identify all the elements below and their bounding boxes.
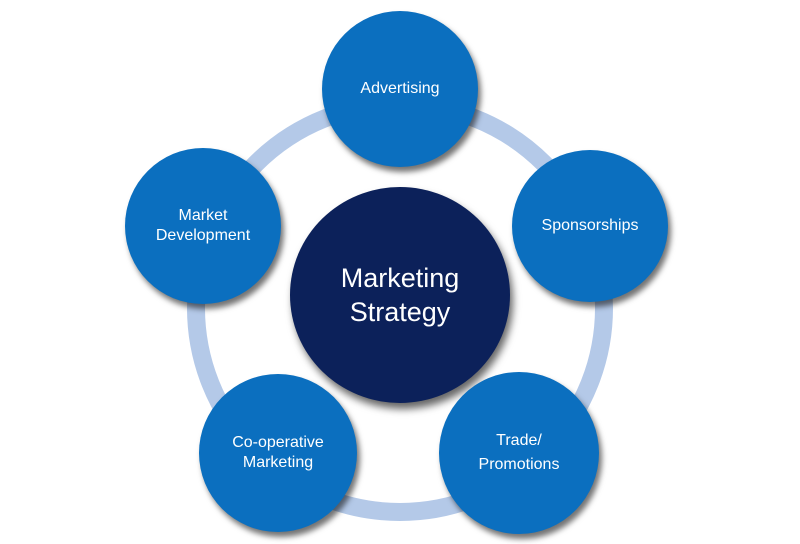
node-trade-promotions: Trade/ Promotions bbox=[439, 372, 599, 534]
node-advertising: Advertising bbox=[322, 11, 478, 167]
center-label-line-1: Marketing bbox=[340, 263, 460, 293]
node-sponsorships-label: Sponsorships bbox=[541, 217, 639, 234]
node-trade-label-line-2: Promotions bbox=[478, 456, 560, 473]
node-market-label-line-1: Market bbox=[178, 207, 228, 224]
center-node-marketing-strategy: Marketing Strategy bbox=[290, 187, 510, 403]
node-trade-label-line-1: Trade/ bbox=[496, 432, 542, 449]
node-market-development: Market Development bbox=[125, 148, 281, 304]
center-label-line-2: Strategy bbox=[349, 297, 451, 327]
node-cooperative-label-line-1: Co-operative bbox=[232, 434, 324, 451]
node-co-operative-marketing: Co-operative Marketing bbox=[199, 374, 357, 532]
node-advertising-label: Advertising bbox=[360, 80, 440, 97]
node-cooperative-label-line-2: Marketing bbox=[242, 454, 314, 471]
node-market-label-line-2: Development bbox=[155, 227, 251, 244]
node-sponsorships: Sponsorships bbox=[512, 150, 668, 302]
